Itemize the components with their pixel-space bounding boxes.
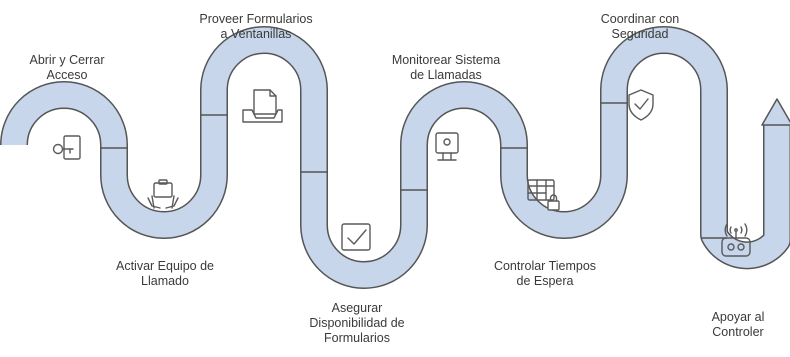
- monitor-icon: [435, 132, 459, 161]
- key-door-icon: [52, 135, 81, 160]
- grid-lock-icon: [527, 179, 560, 211]
- checkmark-box-icon: [341, 223, 371, 251]
- signal-controller-icon: [721, 223, 751, 257]
- document-tray-icon: [242, 89, 283, 123]
- winding-track: [0, 26, 790, 289]
- shield-check-icon: [628, 89, 654, 121]
- arrow-head: [761, 98, 790, 126]
- clipboard-hand-icon: [147, 179, 179, 209]
